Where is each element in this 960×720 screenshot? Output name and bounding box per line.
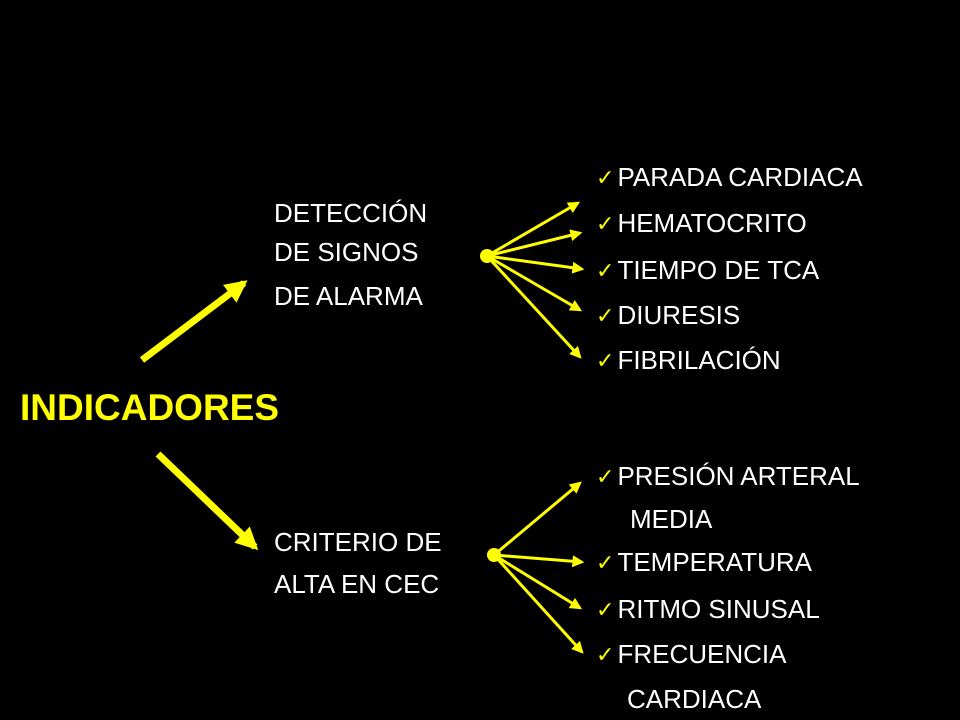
list-item-continuation: MEDIA	[630, 504, 713, 534]
list-item: ✓PARADA CARDIACA	[596, 164, 863, 190]
group-2-branch-arrow	[493, 481, 582, 557]
group-2-label-line: ALTA EN CEC	[274, 569, 440, 599]
list-item: ✓HEMATOCRITO	[596, 210, 807, 236]
group-2-branch-arrow	[493, 553, 583, 610]
list-item-continuation: CARDIACA	[627, 684, 762, 714]
check-mark-icon: ✓	[596, 348, 615, 373]
check-mark-icon: ✓	[596, 642, 615, 667]
list-item: ✓DIURESIS	[596, 302, 740, 328]
check-mark-icon: ✓	[596, 303, 615, 328]
check-mark-icon: ✓	[596, 550, 615, 575]
list-item-text: FIBRILACIÓN	[617, 345, 781, 375]
list-item: ✓FRECUENCIA	[596, 641, 786, 667]
root-to-group-2-arrow	[155, 451, 259, 551]
group-2-branch-arrow	[492, 553, 584, 654]
root-to-group-1-arrow	[139, 280, 248, 363]
list-item-text: PARADA CARDIACA	[617, 162, 863, 192]
root-label: INDICADORES	[20, 387, 280, 428]
list-item-text: HEMATOCRITO	[617, 208, 807, 238]
check-mark-icon: ✓	[596, 165, 615, 190]
group-1-label-line: DETECCIÓN	[274, 198, 428, 228]
list-item-text: TEMPERATURA	[617, 547, 812, 577]
list-item: ✓PRESIÓN ARTERAL	[596, 463, 860, 489]
list-item-text: RITMO SINUSAL	[617, 594, 820, 624]
list-item-text: FRECUENCIA	[617, 639, 787, 669]
list-item: ✓TEMPERATURA	[596, 549, 812, 575]
list-item: ✓FIBRILACIÓN	[596, 347, 781, 373]
group-1-branch-arrow	[486, 254, 583, 312]
list-item-text: PRESIÓN ARTERAL	[617, 461, 860, 491]
check-mark-icon: ✓	[596, 597, 615, 622]
list-item-text: TIEMPO DE TCA	[617, 255, 820, 285]
check-mark-icon: ✓	[596, 211, 615, 236]
group-2-branch-arrow	[493, 553, 585, 568]
group-1-label-line: DE ALARMA	[274, 281, 423, 311]
list-item: ✓TIEMPO DE TCA	[596, 257, 819, 283]
check-mark-icon: ✓	[596, 464, 615, 489]
group-2-label-line: CRITERIO DE	[274, 527, 442, 557]
check-mark-icon: ✓	[596, 258, 615, 283]
group-1-branch-arrow	[486, 229, 583, 258]
group-1-branch-arrow	[485, 254, 582, 359]
list-item: ✓RITMO SINUSAL	[596, 596, 820, 622]
group-1-branch-arrow	[486, 201, 581, 258]
group-1-branch-arrow	[486, 254, 585, 274]
group-1-label-line: DE SIGNOS	[274, 237, 419, 267]
list-item-text: DIURESIS	[617, 300, 741, 330]
